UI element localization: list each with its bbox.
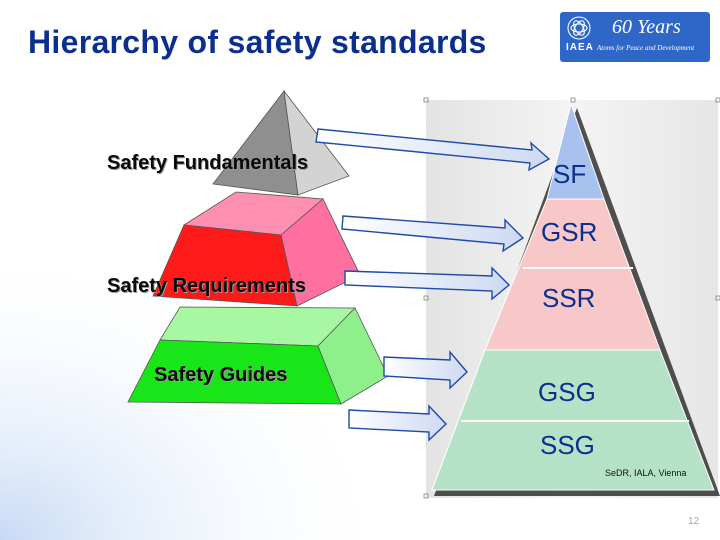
logo-tagline: Atoms for Peace and Development <box>597 44 695 52</box>
label-safety-requirements: Safety Requirements <box>107 275 306 297</box>
page-number: 12 <box>688 516 700 527</box>
level-label-sf: SF <box>553 159 587 189</box>
level-label-gsr: GSR <box>541 217 598 247</box>
label-safety-guides: Safety Guides <box>154 364 288 386</box>
arrow-sf <box>315 128 551 172</box>
level-label-ssr: SSR <box>542 283 596 313</box>
iaea-logo <box>560 12 710 62</box>
label-safety-fundamentals: Safety Fundamentals <box>107 152 309 174</box>
logo-org: IAEA <box>566 42 594 53</box>
arrow-ssr <box>344 266 511 301</box>
arrow-gsr <box>341 215 525 253</box>
left-pyramid-top <box>212 89 299 196</box>
logo-years: 60 Years <box>612 16 681 38</box>
arrow-gsg <box>383 350 468 390</box>
level-label-ssg: SSG <box>540 430 595 460</box>
arrow-ssg <box>348 404 447 442</box>
level-label-gsg: GSG <box>538 377 596 407</box>
atom-icon <box>567 16 591 40</box>
slide-title: Hierarchy of safety standards <box>28 24 487 60</box>
diagram-credit: SeDR, IALA, Vienna <box>605 468 687 478</box>
